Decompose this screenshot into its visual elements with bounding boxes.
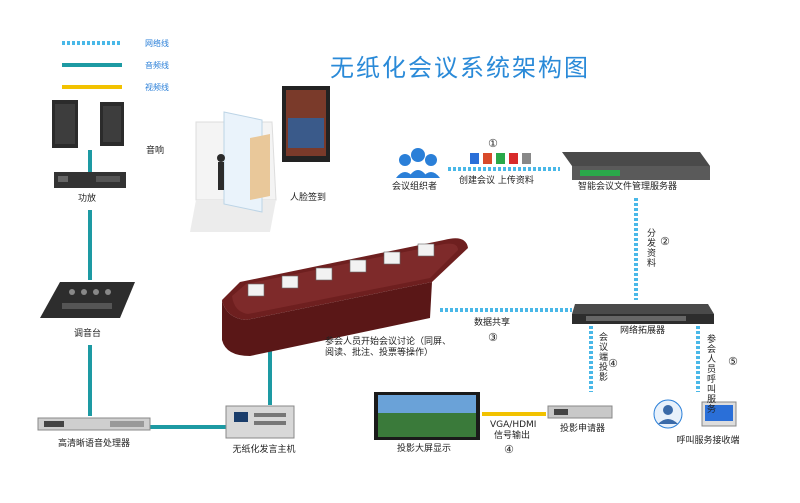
edge-vga-label: VGA/HDMI	[490, 420, 537, 430]
legend-video-label: 视频线	[145, 83, 169, 92]
node-organizer-label: 会议组织者	[392, 182, 438, 192]
node-projection-applicator-label: 投影申请器	[560, 424, 606, 434]
projection-applicator-icon	[547, 405, 613, 419]
node-call-receiver-label: 呼叫服务接收端	[676, 436, 740, 446]
node-file-server-label: 智能会议文件管理服务器	[578, 182, 678, 192]
audio-processor-icon	[37, 417, 151, 431]
node-create-upload-label: 创建会议 上传资料	[459, 176, 534, 186]
node-meeting-table-label: 参会人员开始会议讨论（同屏、阅读、批注、投票等操作）	[325, 337, 452, 358]
edge-distribute-label: 分发资料	[645, 228, 655, 268]
amplifier-icon	[54, 172, 126, 188]
node-face-signin-label: 人脸签到	[290, 193, 327, 203]
network-connections	[440, 167, 700, 392]
projection-display-icon	[374, 392, 480, 440]
legend-audio-label: 音频线	[145, 61, 169, 70]
legend-network-label: 网络线	[145, 39, 169, 48]
node-network-extender-label: 网络拓展器	[620, 326, 666, 336]
mixer-icon	[40, 282, 135, 318]
face-signin-scene	[190, 86, 330, 232]
node-audio-processor-label: 高清晰语音处理器	[57, 439, 130, 449]
network-extender-icon	[572, 304, 714, 324]
edge-call-service-label: 参会人员呼叫服务	[705, 334, 715, 414]
edge-meeting-projection-label: 会议端投影	[597, 332, 607, 382]
node-speaker-label: 音响	[146, 146, 165, 156]
node-conference-host-label: 无纸化发言主机	[232, 445, 296, 455]
edge-signal-out-label: 信号输出	[494, 431, 531, 441]
edge-step1-label: ①	[488, 137, 498, 150]
edge-step3-label: ③	[488, 331, 498, 344]
file-server-icon	[562, 152, 710, 180]
edge-step5-label: ⑤	[728, 355, 738, 368]
conference-host-icon	[225, 405, 295, 439]
organizer-icon	[396, 148, 440, 178]
edge-step4b-label: ④	[504, 443, 514, 456]
speaker-icon	[52, 100, 124, 148]
edge-step2-label: ②	[660, 235, 670, 248]
call-receiver-icon	[653, 399, 737, 429]
edge-data-share-label: 数据共享	[474, 318, 511, 328]
node-amplifier-label: 功放	[78, 194, 97, 204]
node-mixer-label: 调音台	[74, 329, 102, 339]
node-projector-display-label: 投影大屏显示	[396, 444, 451, 454]
file-icons	[470, 153, 531, 164]
meeting-table-icon	[222, 238, 468, 356]
edge-step4a-label: ④	[608, 357, 618, 370]
diagram-title: 无纸化会议系统架构图	[330, 54, 590, 82]
audio-connections	[88, 150, 272, 429]
